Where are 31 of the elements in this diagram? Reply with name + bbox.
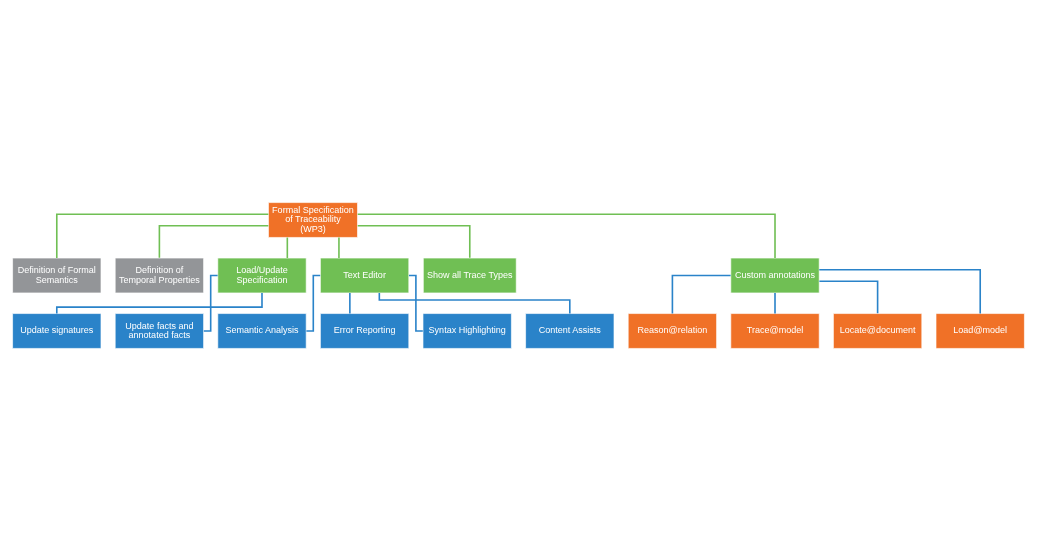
connector — [338, 236, 340, 259]
node-box: Custom annotations — [730, 257, 820, 293]
connector — [56, 212, 270, 259]
node-box: Definition of Formal Semantics — [12, 257, 102, 293]
node-box: Text Editor — [320, 257, 410, 293]
connector — [818, 280, 879, 314]
connector — [774, 291, 776, 314]
connector — [356, 212, 776, 259]
node-box: Formal Specification of Traceability (WP3) — [268, 201, 358, 238]
node-box: Trace@model — [730, 312, 820, 349]
node-box: Locate@document — [833, 312, 923, 349]
node-box: Content Assists — [525, 312, 615, 349]
connector — [305, 274, 321, 332]
connector — [671, 274, 732, 314]
connector — [356, 224, 471, 259]
node-box: Definition of Temporal Properties — [114, 257, 204, 293]
node-box: Syntax Highlighting — [422, 312, 512, 349]
node-box: Semantic Analysis — [217, 312, 307, 349]
node-box: Show all Trace Types — [423, 257, 517, 293]
node-box: Update signatures — [12, 312, 102, 349]
connector — [408, 274, 424, 332]
connector — [349, 291, 351, 314]
connector — [202, 274, 219, 332]
connector — [818, 268, 981, 314]
node-box: Error Reporting — [320, 312, 410, 349]
node-box: Reason@relation — [627, 312, 717, 349]
connector — [286, 236, 289, 259]
node-box: Load/Update Specification — [217, 257, 307, 293]
node-box: Update facts and annotated facts — [114, 312, 204, 349]
node-box: Load@model — [935, 312, 1025, 349]
connector — [158, 224, 270, 259]
